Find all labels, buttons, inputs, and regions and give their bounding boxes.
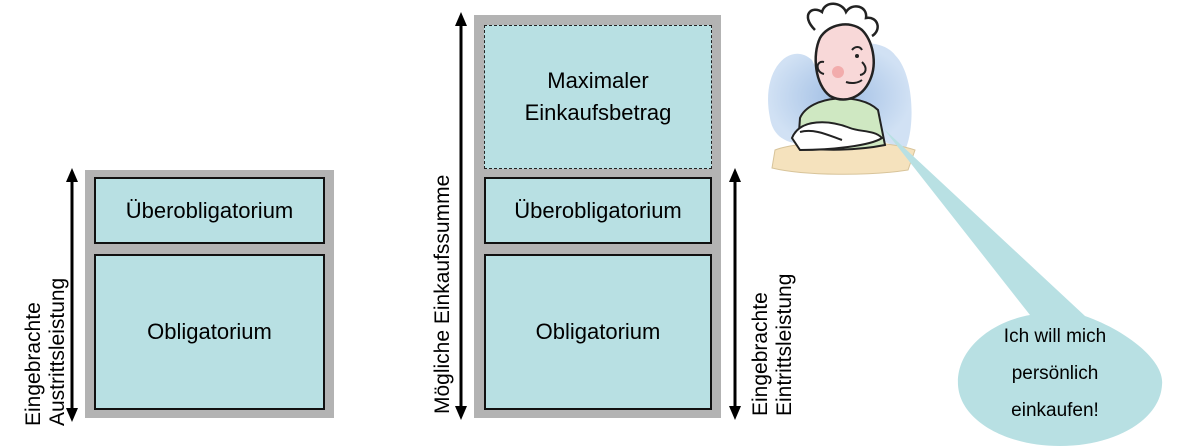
left-obligatorium-box: Obligatorium bbox=[94, 254, 325, 410]
left-double-arrow bbox=[66, 168, 78, 422]
left-ueberobligatorium-box: Überobligatorium bbox=[94, 177, 325, 244]
person-clipart bbox=[768, 2, 916, 175]
einkaufssumme-double-arrow bbox=[455, 12, 467, 420]
right-ueberobligatorium-label: Überobligatorium bbox=[514, 197, 682, 223]
speech-bubble-text: Ich will mich persönlich einkaufen! bbox=[960, 318, 1150, 429]
arms-shape bbox=[790, 121, 884, 152]
right-ueberobligatorium-box: Überobligatorium bbox=[484, 177, 712, 244]
max-einkaufsbetrag-box: Maximaler Einkaufsbetrag bbox=[484, 25, 712, 169]
right-obligatorium-label: Obligatorium bbox=[535, 319, 661, 345]
left-obligatorium-label: Obligatorium bbox=[147, 319, 272, 345]
eintrittsleistung-double-arrow bbox=[729, 168, 741, 420]
max-einkaufsbetrag-line-2: Einkaufsbetrag bbox=[524, 100, 672, 125]
speech-bubble-line-3: einkaufen! bbox=[1011, 400, 1099, 421]
head-shape bbox=[814, 23, 875, 101]
left-ueberobligatorium-label: Überobligatorium bbox=[125, 197, 294, 223]
speech-bubble-shape bbox=[883, 128, 1163, 446]
speech-bubble-line-2: persönlich bbox=[1011, 363, 1099, 384]
speech-bubble-line-1: Ich will mich bbox=[1003, 326, 1107, 347]
hair-shape bbox=[806, 2, 879, 38]
max-einkaufsbetrag-label: Maximaler Einkaufsbetrag bbox=[525, 65, 672, 129]
right-obligatorium-box: Obligatorium bbox=[484, 254, 712, 410]
speech-bubble bbox=[883, 128, 1163, 446]
max-einkaufsbetrag-line-1: Maximaler bbox=[547, 68, 649, 94]
